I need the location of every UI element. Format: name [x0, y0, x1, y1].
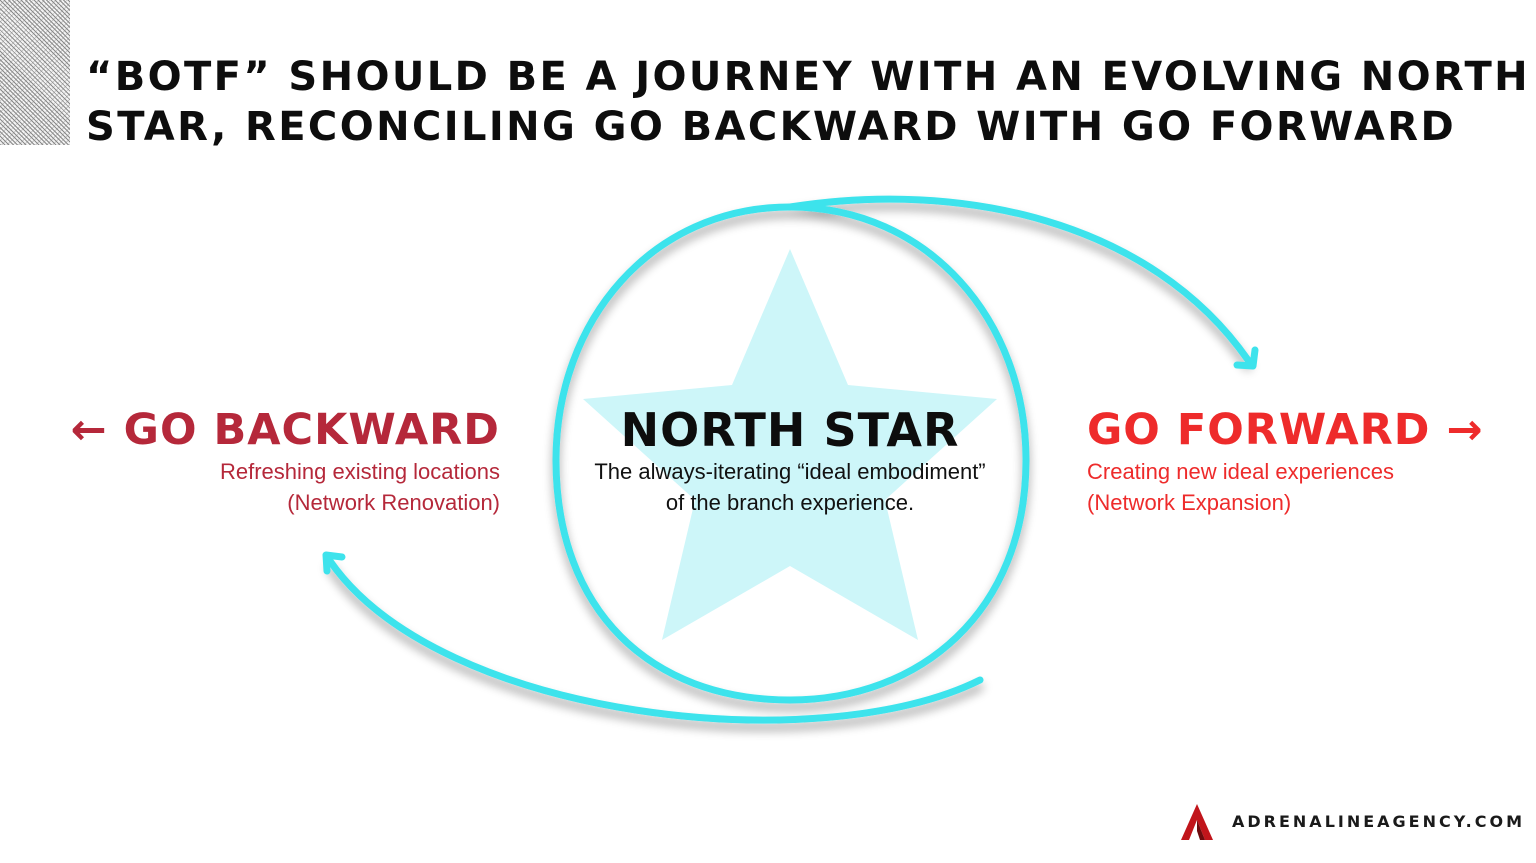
- go-backward-heading: ← GO BACKWARD: [60, 404, 500, 456]
- loop-upper-sweep: [786, 195, 1252, 364]
- left-arrow-icon: ←: [70, 405, 108, 455]
- go-forward-description-line-1: Creating new ideal experiences: [1087, 459, 1394, 484]
- go-backward-description-line-1: Refreshing existing locations: [219, 459, 500, 484]
- right-arrow-icon: →: [1446, 405, 1484, 455]
- go-forward-heading: GO FORWARD →: [1087, 404, 1507, 456]
- north-star-block: NORTH STAR The always-iterating “ideal e…: [560, 404, 1020, 518]
- loop-arrowhead-backward-icon: [322, 551, 346, 575]
- loop-arrowhead-forward-icon: [1233, 346, 1259, 370]
- loop-circle-arc: [552, 203, 1030, 704]
- north-star-description-line-2: of the branch experience.: [665, 490, 915, 515]
- north-star-heading: NORTH STAR: [620, 403, 960, 457]
- slide-title-line-1: “BOTF” SHOULD BE A JOURNEY WITH AN EVOLV…: [86, 54, 1531, 100]
- loop-lower-sweep: [326, 557, 984, 724]
- go-forward-description-line-2: (Network Expansion): [1087, 490, 1292, 515]
- cyan-loop: [326, 195, 1252, 724]
- go-backward-label: GO BACKWARD: [123, 405, 500, 455]
- go-forward-block: GO FORWARD → Creating new ideal experien…: [1087, 404, 1507, 518]
- go-backward-description-line-2: (Network Renovation): [287, 490, 500, 515]
- slide-title-line-2: STAR, RECONCILING GO BACKWARD WITH GO FO…: [86, 104, 1457, 150]
- north-star-shape: [583, 249, 997, 640]
- footer-brand: ADRENALINEAGENCY.COM: [1180, 803, 1522, 841]
- adrenaline-a-logo-icon: [1181, 804, 1213, 840]
- go-forward-label: GO FORWARD: [1087, 405, 1431, 455]
- hatched-corner-decoration: [0, 0, 70, 145]
- go-backward-block: ← GO BACKWARD Refreshing existing locati…: [60, 404, 500, 518]
- north-star-description-line-1: The always-iterating “ideal embodiment”: [594, 459, 986, 484]
- brand-url[interactable]: ADRENALINEAGENCY.COM: [1232, 812, 1526, 831]
- slide-title: “BOTF” SHOULD BE A JOURNEY WITH AN EVOLV…: [86, 52, 1531, 152]
